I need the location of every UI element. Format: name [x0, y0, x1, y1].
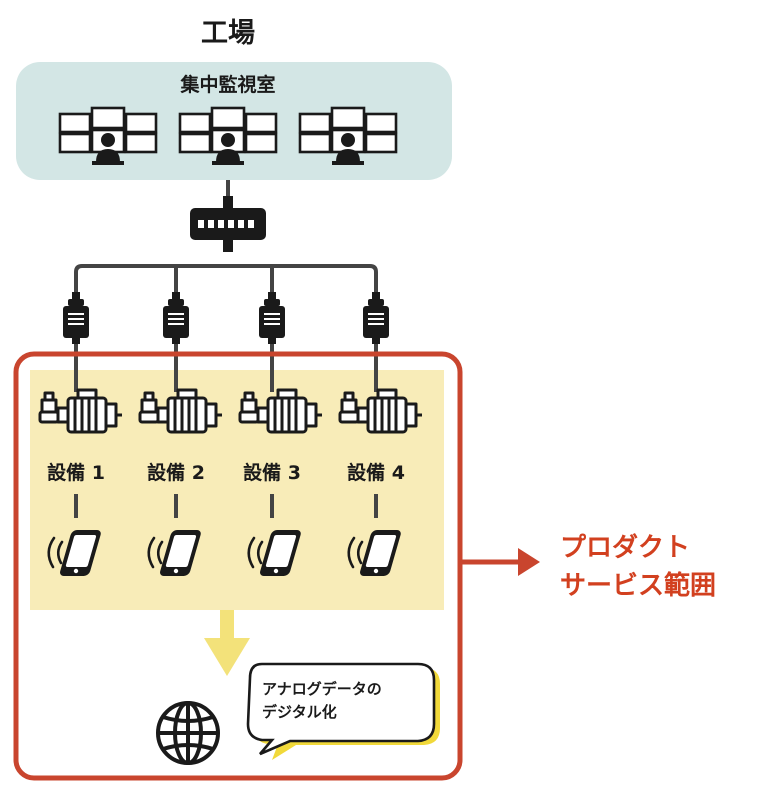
control-room-label: 集中監視室 — [179, 73, 275, 96]
converter-icon — [259, 292, 285, 344]
scope-label-line-1: プロダクト — [560, 532, 690, 563]
equipment-label-1: 設備 1 — [47, 461, 105, 484]
equipment-label-3: 設備 3 — [243, 461, 301, 484]
converter-icon — [163, 292, 189, 344]
network-switch-icon — [190, 196, 266, 252]
scope-arrow — [460, 548, 540, 576]
bubble-line-2: デジタル化 — [262, 703, 337, 721]
scope-label-line-2: サービス範囲 — [560, 570, 716, 601]
equipment-label-4: 設備 4 — [347, 461, 405, 484]
network-bus — [74, 264, 378, 300]
converter-icon — [363, 292, 389, 344]
factory-title: 工場 — [201, 18, 255, 49]
product-scope-border — [13, 351, 463, 781]
speech-bubble: アナログデータの デジタル化 — [246, 662, 440, 760]
equipment-label-2: 設備 2 — [147, 461, 205, 484]
globe-icon — [156, 701, 220, 765]
bubble-line-1: アナログデータの — [262, 680, 382, 698]
down-arrow — [204, 610, 250, 676]
converter-icon — [63, 292, 89, 344]
